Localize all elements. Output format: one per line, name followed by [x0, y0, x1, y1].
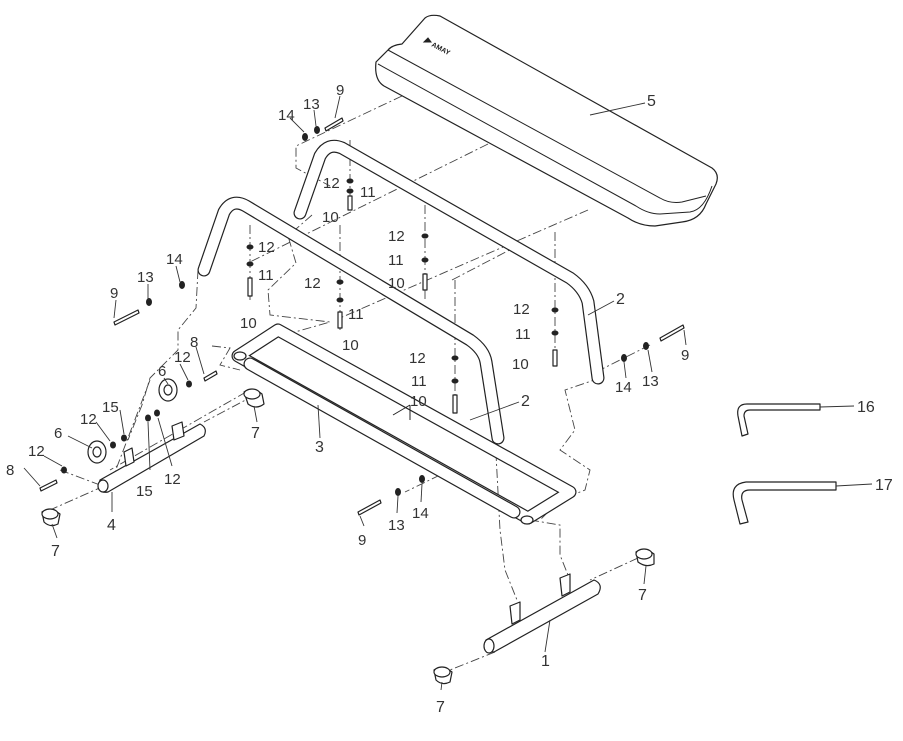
callout-washer: 13	[388, 517, 405, 534]
transport-wheel	[158, 378, 178, 402]
callout-washer: 13	[137, 269, 154, 286]
callout-washer: 12	[388, 228, 405, 245]
callout-bolt: 8	[190, 334, 198, 351]
callout-bolt: 9	[681, 347, 689, 364]
callout-bolt: 8	[6, 462, 14, 479]
assembly-guide-lines	[49, 95, 651, 673]
callout-allen-key-large: 17	[875, 477, 893, 494]
callout-wheel: 6	[54, 425, 62, 442]
end-cap	[433, 666, 453, 685]
callout-washer: 12	[80, 411, 97, 428]
callout-washer: 11	[388, 252, 404, 269]
callout-washer: 14	[166, 251, 183, 268]
transport-wheel	[87, 440, 107, 464]
callout-washer: 12	[409, 350, 426, 367]
upright-frame-front	[197, 196, 505, 445]
callout-washer: 13	[642, 373, 659, 390]
callout-bolt: 9	[358, 532, 366, 549]
callout-allen-key-small: 16	[857, 399, 875, 416]
callout-washer: 12	[164, 471, 181, 488]
callout-bolt: 10	[342, 337, 359, 354]
callout-end-cap: 7	[251, 425, 260, 442]
callout-washer: 12	[513, 301, 530, 318]
seat-pad: AMAY	[375, 14, 718, 227]
callout-rear-base-tube: 1	[541, 653, 550, 670]
callout-washer: 13	[303, 96, 320, 113]
callout-bolt: 10	[410, 393, 427, 410]
callout-washer: 11	[515, 326, 531, 343]
callout-washer: 14	[412, 505, 429, 522]
callout-washer: 14	[278, 107, 295, 124]
leader-lines	[23, 95, 873, 691]
callout-bolt: 10	[240, 315, 257, 332]
callout-washer: 11	[360, 184, 376, 201]
callout-washer: 11	[258, 267, 274, 284]
end-cap	[243, 388, 265, 408]
callout-upright-frame-front: 2	[521, 393, 530, 410]
callout-bolt: 10	[388, 275, 405, 292]
callout-bolt: 10	[322, 209, 339, 226]
callout-spacer: 15	[136, 483, 153, 500]
rear-base-tube	[483, 573, 601, 654]
upright-frame-rear	[293, 139, 605, 385]
callout-washer: 11	[411, 373, 427, 390]
callout-washer: 12	[258, 239, 275, 256]
callout-washer: 12	[174, 349, 191, 366]
callout-bolt: 10	[512, 356, 529, 373]
front-base-tube	[97, 421, 206, 493]
callout-washer: 11	[348, 306, 364, 323]
callout-washer: 12	[323, 175, 340, 192]
hardware	[39, 117, 685, 516]
callout-washer: 14	[615, 379, 632, 396]
callout-end-cap: 7	[436, 699, 445, 716]
callout-labels: 5 2 2 3 1 4 16 17 9 13 14 12 11 10 12 11…	[6, 82, 893, 716]
callout-bolt: 9	[336, 82, 344, 99]
callout-bolt: 9	[110, 285, 118, 302]
end-cap	[635, 548, 655, 567]
callout-end-cap: 7	[638, 587, 647, 604]
callout-upright-frame-rear: 2	[616, 291, 625, 308]
callout-washer: 12	[28, 443, 45, 460]
callout-wheel: 6	[158, 363, 166, 380]
callout-front-base-tube: 4	[107, 517, 116, 534]
lower-rail-frame	[231, 323, 577, 525]
callout-end-cap: 7	[51, 543, 60, 560]
end-cap	[41, 508, 61, 527]
callout-washer: 12	[304, 275, 321, 292]
allen-key-large	[732, 481, 837, 525]
callout-spacer: 15	[102, 399, 119, 416]
allen-key-small	[737, 403, 821, 437]
brand-logo-icon	[422, 37, 432, 43]
callout-lower-rail-frame: 3	[315, 439, 324, 456]
callout-seat-pad: 5	[647, 93, 656, 110]
